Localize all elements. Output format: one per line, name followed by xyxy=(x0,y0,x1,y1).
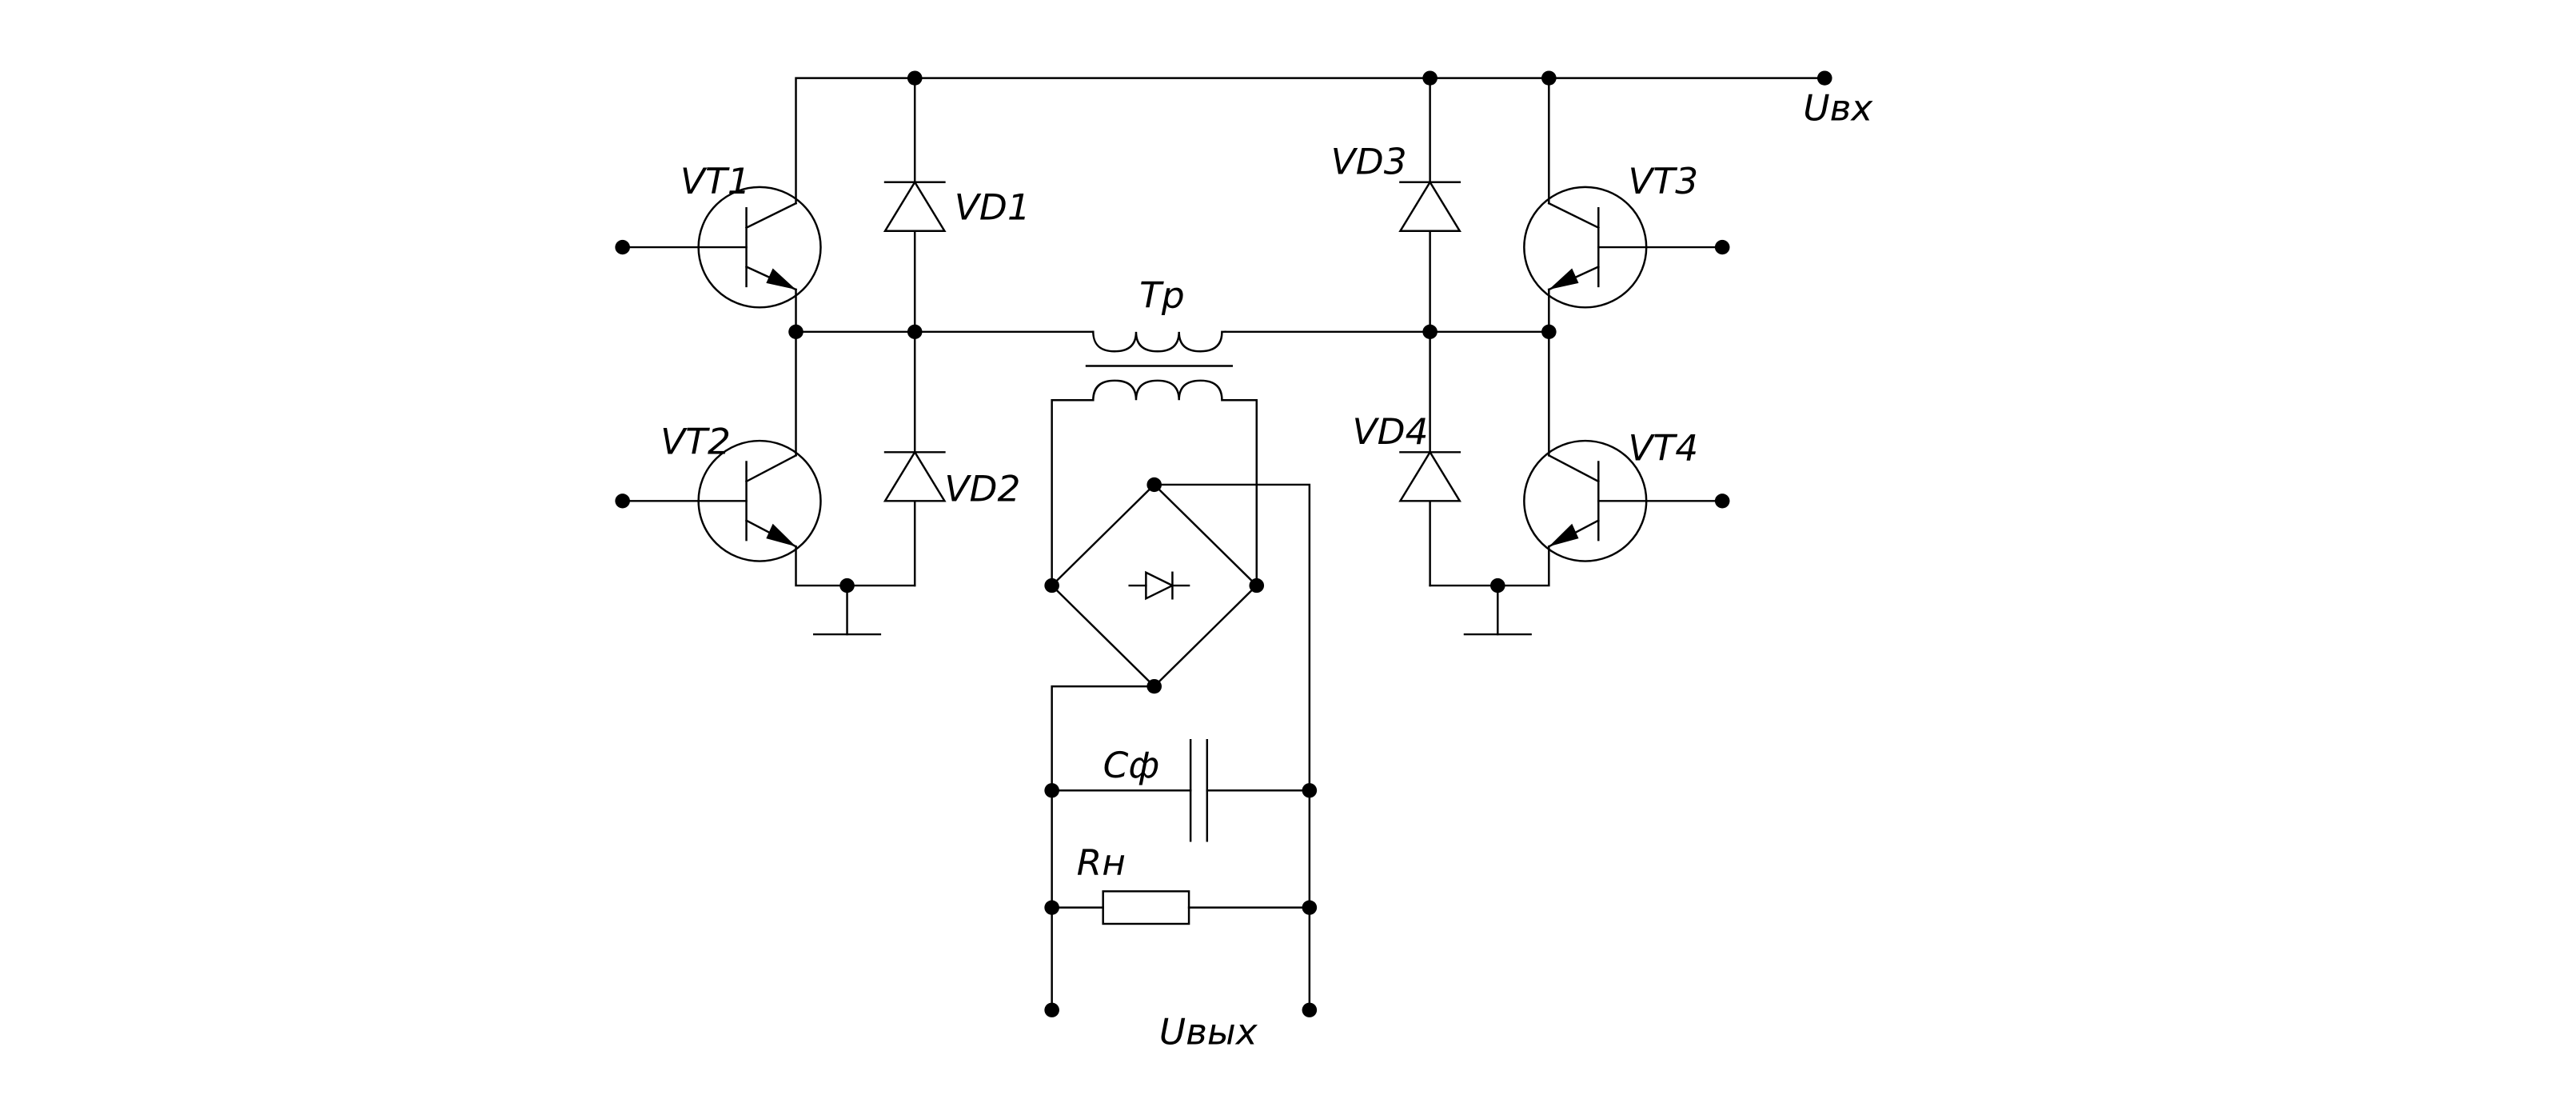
top-bus-wire xyxy=(795,77,1826,205)
diode-vd4 xyxy=(1398,450,1461,502)
vt3-base-terminal xyxy=(1714,239,1730,255)
transformer-tr xyxy=(1085,330,1234,402)
vd4-label: VD4 xyxy=(1353,410,1429,453)
bridge-node xyxy=(1044,577,1059,593)
tr-label: Tр xyxy=(1139,274,1185,317)
rn-label: Rн xyxy=(1077,841,1126,884)
resistor-rn xyxy=(1102,890,1190,925)
transistor-vt1 xyxy=(697,186,822,309)
capacitor-cf xyxy=(1189,738,1209,842)
diode-vd3 xyxy=(1398,180,1461,232)
junction-dot xyxy=(1302,783,1318,798)
junctions xyxy=(615,70,1832,1017)
secondary-winding xyxy=(1092,379,1226,402)
secondary-right-wire xyxy=(1224,399,1258,587)
junction-dot xyxy=(907,70,923,86)
uin-terminal xyxy=(1816,70,1832,86)
labels: Uвх VT1 VT2 VT3 VT4 VD1 VD2 VD3 VD4 Tр С… xyxy=(660,87,1873,1053)
vt4-base-terminal xyxy=(1714,494,1730,509)
bridge-plus-wire xyxy=(1153,483,1311,1011)
vd1-label: VD1 xyxy=(955,186,1031,229)
vd3-label: VD3 xyxy=(1331,141,1407,183)
junction-dot xyxy=(1490,577,1505,593)
junction-dot xyxy=(1541,70,1557,86)
rectifier-bridge xyxy=(1050,483,1258,688)
junction-dot xyxy=(788,324,804,339)
transistor-vt2 xyxy=(697,439,822,562)
junction-dot xyxy=(907,324,923,339)
junction-dot xyxy=(1044,900,1059,915)
bridge-node xyxy=(1249,577,1265,593)
vt1-base-terminal xyxy=(615,239,630,255)
primary-winding xyxy=(1092,330,1226,353)
bridge-node xyxy=(1146,678,1162,694)
vd2-label: VD2 xyxy=(944,468,1020,510)
vt4-label: VT4 xyxy=(1628,427,1698,470)
junction-dot xyxy=(1044,783,1059,798)
right-bottom-wire xyxy=(1429,546,1550,587)
bridge-node xyxy=(1146,477,1162,493)
cf-label: Сф xyxy=(1103,744,1160,786)
left-mid-wire xyxy=(795,288,1095,334)
vt1-label: VT1 xyxy=(680,160,751,202)
diode-vd1 xyxy=(883,180,947,232)
transistor-vt3 xyxy=(1523,186,1648,309)
vt2-base-terminal xyxy=(615,494,630,509)
uout-label: Uвых xyxy=(1159,1011,1258,1053)
junction-dot xyxy=(839,577,855,593)
junction-dot xyxy=(1422,324,1438,339)
junction-dot xyxy=(1541,324,1557,339)
diode-vd2 xyxy=(883,450,947,502)
vt2-label: VT2 xyxy=(660,421,731,463)
junction-dot xyxy=(1302,900,1318,915)
bridge-diode-symbol xyxy=(1128,570,1190,601)
right-mid-wire xyxy=(1224,288,1550,334)
uout-terminal-left xyxy=(1044,1002,1059,1017)
junction-dot xyxy=(1422,70,1438,86)
transistor-vt4 xyxy=(1523,439,1648,562)
uin-label: Uвх xyxy=(1803,87,1873,130)
uout-terminal-right xyxy=(1302,1002,1318,1017)
left-bottom-wire xyxy=(795,546,916,587)
secondary-left-wire xyxy=(1051,399,1095,587)
vt3-label: VT3 xyxy=(1628,160,1698,202)
